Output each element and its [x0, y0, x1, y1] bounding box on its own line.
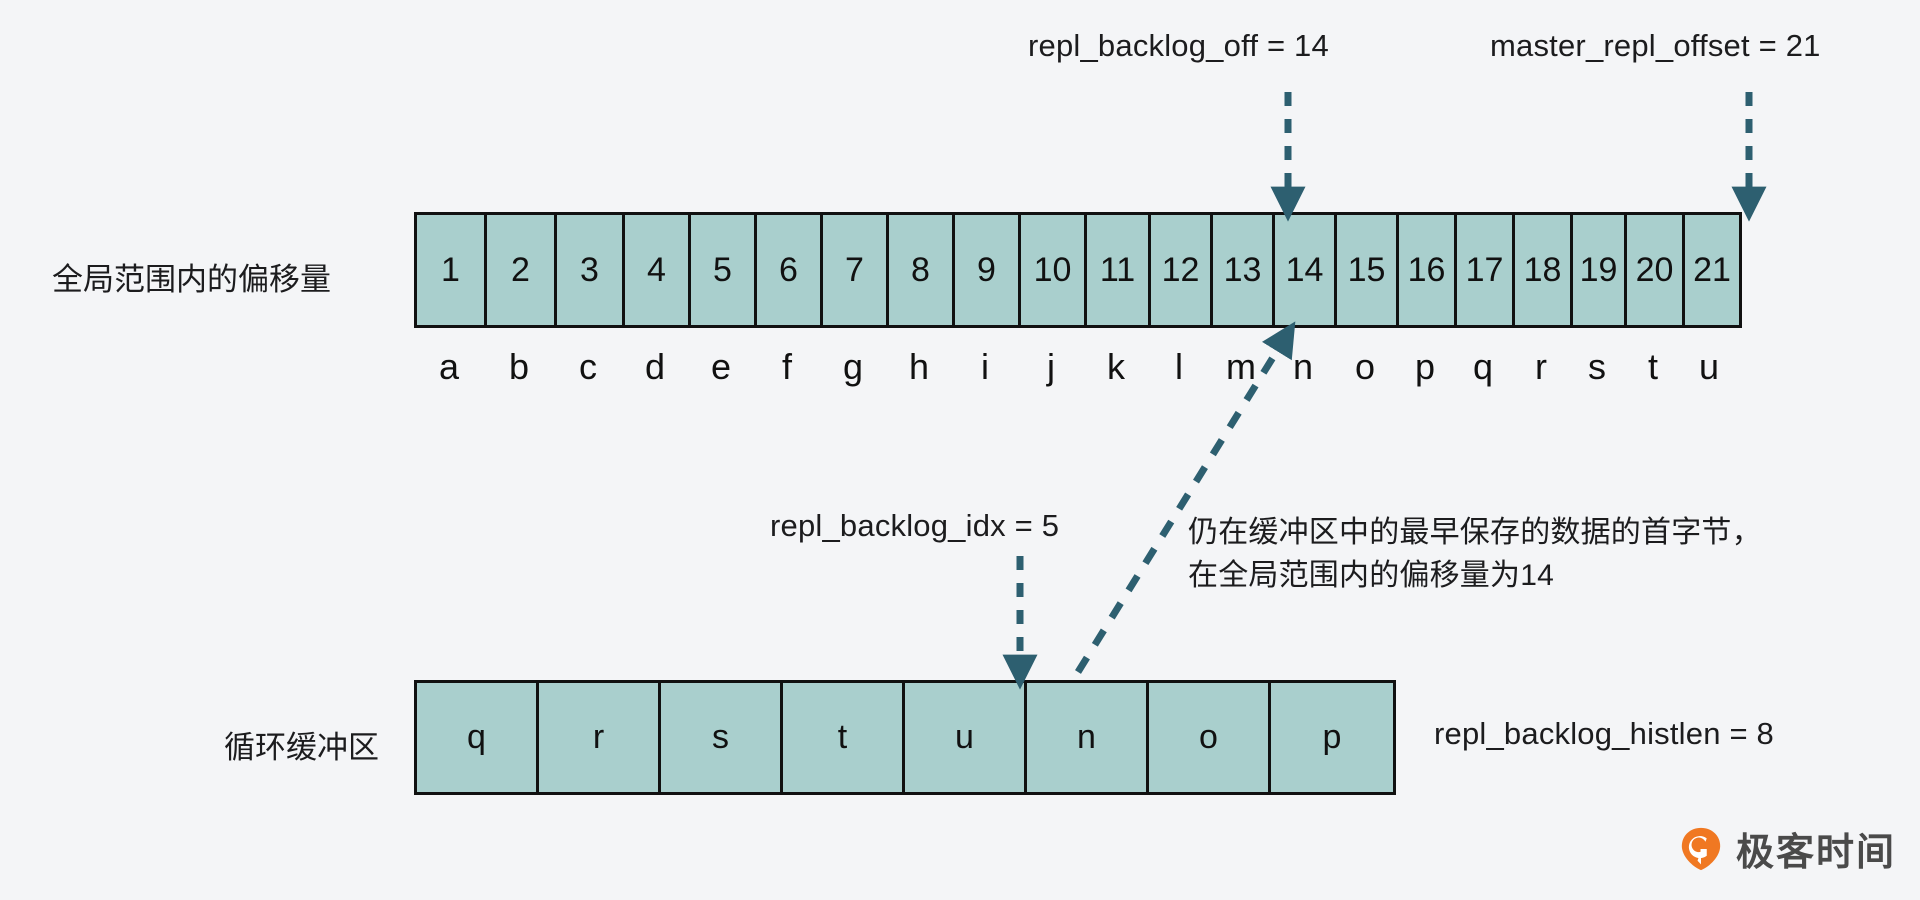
byte-letter: j [1047, 346, 1055, 387]
offset-cell: 11 [1087, 215, 1151, 325]
byte-letter: b [508, 346, 530, 387]
offset-cell: 19 [1573, 215, 1627, 325]
offset-cell: 18 [1515, 215, 1573, 325]
offset-cell: 16 [1399, 215, 1457, 325]
offset-cell: 14 [1275, 215, 1337, 325]
byte-letter: p [1414, 346, 1436, 387]
annotation-repl-backlog-off: repl_backlog_off = 14 [1028, 28, 1329, 63]
byte-letter: n [1292, 346, 1314, 387]
offset-cell: 13 [1213, 215, 1275, 325]
buffer-cell: o [1149, 683, 1271, 792]
geekbang-wordmark: 极客时间 [1735, 830, 1896, 874]
byte-letter: h [908, 346, 930, 387]
buffer-cell: p [1271, 683, 1393, 792]
byte-letter: i [981, 346, 989, 387]
offset-cell: 7 [823, 215, 889, 325]
byte-letter: d [644, 346, 666, 387]
byte-letter: l [1175, 346, 1183, 387]
annotation-repl-backlog-histlen: repl_backlog_histlen = 8 [1434, 716, 1775, 751]
byte-letter: u [1698, 346, 1720, 387]
offset-cell: 1 [417, 215, 487, 325]
offset-cell: 2 [487, 215, 557, 325]
offset-cell: 20 [1627, 215, 1685, 325]
buffer-cell: q [417, 683, 539, 792]
annotation-repl-backlog-idx: repl_backlog_idx = 5 [770, 508, 1060, 543]
buffer-cell: r [539, 683, 661, 792]
byte-letter: r [1535, 346, 1547, 387]
annotation-master-repl-offset: master_repl_offset = 21 [1490, 28, 1821, 63]
offset-cell: 21 [1685, 215, 1739, 325]
byte-letter: q [1472, 346, 1494, 387]
offset-cell: 17 [1457, 215, 1515, 325]
offset-cell: 5 [691, 215, 757, 325]
buffer-cell: n [1027, 683, 1149, 792]
byte-letter: g [842, 346, 864, 387]
byte-letter: e [710, 346, 732, 387]
buffer-row-label: 循环缓冲区 [224, 730, 379, 765]
byte-letter: k [1107, 346, 1125, 387]
buffer-cell: s [661, 683, 783, 792]
offset-cell: 4 [625, 215, 691, 325]
byte-letter: m [1226, 346, 1256, 387]
offset-cell: 8 [889, 215, 955, 325]
offset-cell: 15 [1337, 215, 1399, 325]
geekbang-logo: 极客时间 [1678, 821, 1896, 876]
geekbang-mark-icon [1681, 827, 1721, 870]
byte-letter: f [781, 346, 792, 387]
byte-letter: t [1647, 346, 1658, 387]
offset-cell: 6 [757, 215, 823, 325]
byte-letter: a [438, 346, 460, 387]
offset-cell: 3 [557, 215, 625, 325]
offset-row-label: 全局范围内的偏移量 [52, 262, 331, 297]
offset-cell: 12 [1151, 215, 1213, 325]
offset-cell: 9 [955, 215, 1021, 325]
byte-letter: c [579, 346, 597, 387]
buffer-cell: t [783, 683, 905, 792]
byte-letter: s [1588, 346, 1606, 387]
byte-letter: o [1354, 346, 1376, 387]
buffer-cell: u [905, 683, 1027, 792]
offset-cell: 10 [1021, 215, 1087, 325]
annotation-earliest-byte-note: 仍在缓冲区中的最早保存的数据的首字节， 在全局范围内的偏移量为14 [1188, 516, 1762, 592]
